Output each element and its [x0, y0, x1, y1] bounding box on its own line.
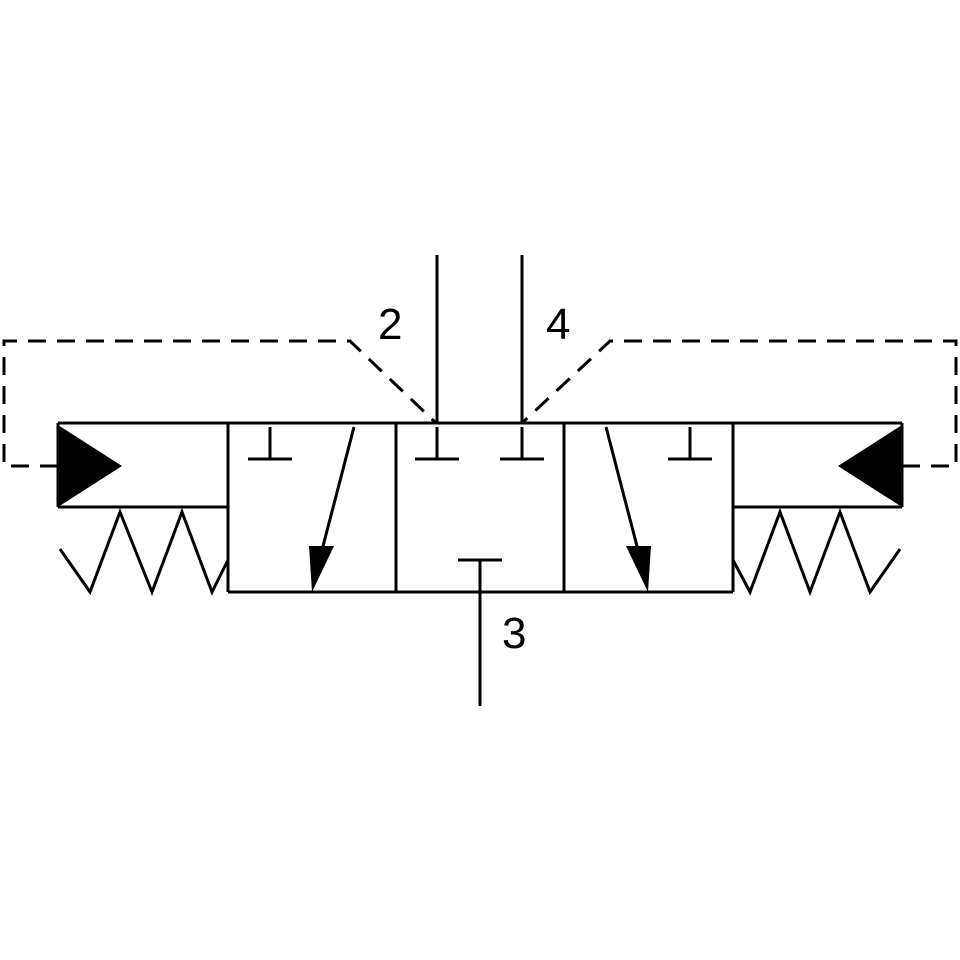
port-2-label: 2 [378, 300, 402, 349]
port-4-label: 4 [546, 300, 570, 349]
pilot-line-right [520, 339, 958, 468]
spring-right-icon [731, 507, 902, 597]
flow-arrow-icon [309, 426, 356, 592]
left-actuator [56, 421, 228, 509]
flow-arrow-icon [604, 426, 651, 592]
port-3-label: 3 [502, 609, 526, 658]
pilot-line-left [2, 339, 438, 468]
pilot-triangle-left-icon [58, 425, 122, 507]
pilot-triangle-right-icon [838, 425, 902, 507]
right-actuator [733, 421, 904, 509]
spring-left-icon [58, 507, 230, 597]
blocked-port-icon [248, 427, 712, 562]
